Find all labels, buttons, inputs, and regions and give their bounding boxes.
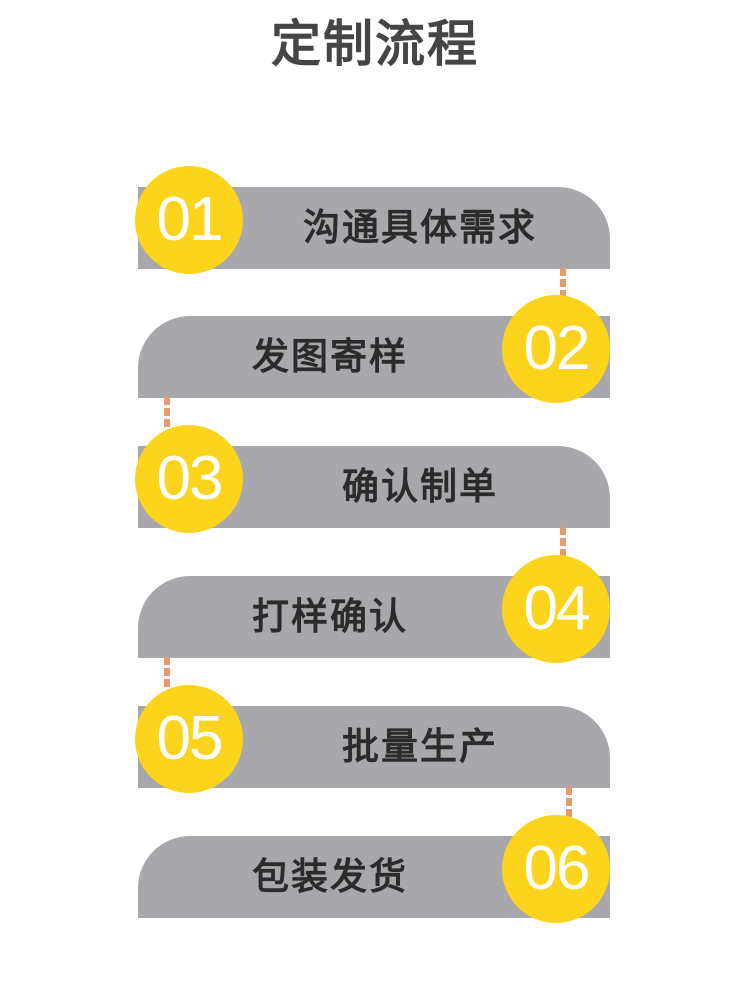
process-step-3: 确认制单 03: [0, 425, 750, 541]
step-number-badge: 04: [502, 555, 610, 663]
step-connector: [566, 787, 572, 817]
step-label: 打样确认: [252, 595, 408, 638]
process-step-4: 打样确认 04: [0, 555, 750, 671]
step-label: 包装发货: [252, 855, 408, 898]
process-step-5: 批量生产 05: [0, 685, 750, 801]
step-number-badge: 02: [502, 295, 610, 403]
step-label: 确认制单: [342, 465, 498, 508]
step-number-badge: 05: [135, 685, 243, 793]
step-number-badge: 01: [135, 166, 243, 274]
step-connector: [560, 268, 566, 298]
step-label: 批量生产: [342, 725, 498, 768]
step-label: 沟通具体需求: [303, 206, 537, 249]
step-connector: [164, 397, 170, 427]
step-label: 发图寄样: [252, 335, 408, 378]
step-number-badge: 06: [502, 815, 610, 923]
step-connector: [164, 657, 170, 687]
page-title: 定制流程: [271, 15, 479, 73]
step-connector: [560, 527, 566, 557]
process-step-1: 沟通具体需求 01: [0, 166, 750, 282]
process-step-2: 发图寄样 02: [0, 295, 750, 411]
step-number-badge: 03: [135, 425, 243, 533]
process-step-6: 包装发货 06: [0, 815, 750, 931]
